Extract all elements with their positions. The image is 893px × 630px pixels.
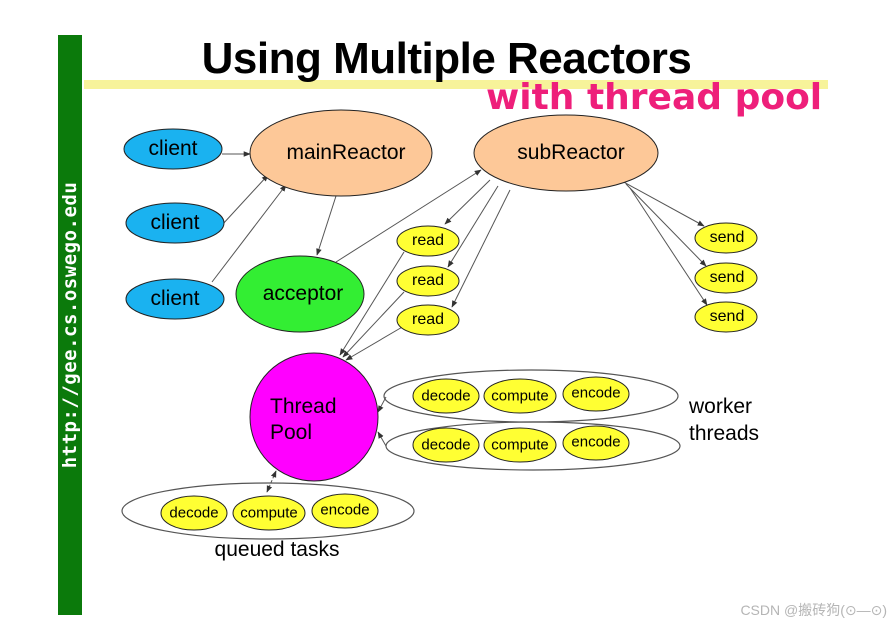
watermark: CSDN @搬砖狗(⊙—⊙) [740, 602, 887, 618]
worker1-decode-node [412, 378, 480, 414]
client-label-3: client [150, 287, 200, 310]
read-node-1 [396, 225, 460, 257]
worker-thread-2-outline [385, 421, 681, 471]
worker1-encode-node [562, 376, 630, 412]
send-label-2: send [709, 269, 745, 286]
queued-tasks-outline [121, 482, 415, 540]
slide-title: Using Multiple Reactors [201, 34, 692, 83]
thread-pool-node [249, 352, 379, 482]
arrow-acceptor-sub [335, 169, 482, 263]
queued-encode-node [311, 493, 379, 529]
acceptor-label: acceptor [262, 282, 344, 305]
worker1-compute-label: compute [491, 387, 549, 405]
worker1-encode-label: encode [571, 384, 621, 402]
queued-compute-label: compute [240, 504, 298, 522]
main-reactor-node [249, 109, 433, 197]
read-node-2 [396, 265, 460, 297]
arrow-read1-pool [339, 251, 405, 356]
worker1-decode-label: decode [421, 387, 471, 405]
read-label-1: read [411, 232, 445, 249]
send-node-2 [694, 262, 758, 294]
main-reactor-label: mainReactor [286, 141, 406, 164]
acceptor-node [235, 255, 365, 333]
sub-reactor-label: subReactor [517, 141, 625, 164]
sub-reactor-node [473, 114, 659, 192]
read-label-3: read [411, 311, 445, 328]
worker2-decode-label: decode [421, 436, 471, 454]
arrow-client3-main [211, 184, 287, 283]
queued-compute-node [232, 495, 306, 531]
arrow-sub-send3 [629, 187, 708, 306]
send-node-1 [694, 222, 758, 254]
arrow-worker2-pool [377, 431, 387, 447]
arrow-sub-read3 [451, 189, 511, 308]
queued-decode-node [160, 495, 228, 531]
title-highlight-band [84, 80, 828, 89]
arrow-read2-pool [342, 291, 405, 358]
worker-threads-label: worker threads [689, 395, 760, 445]
slide-subtitle: with thread pool [486, 77, 823, 118]
worker2-encode-node [562, 425, 630, 461]
thread-pool-label: Thread Pool [270, 395, 337, 444]
send-label-1: send [709, 229, 745, 246]
arrow-sub-read2 [447, 185, 499, 268]
arrow-main-acceptor [316, 195, 337, 256]
send-node-3 [694, 301, 758, 333]
client-node-2 [125, 202, 225, 244]
read-node-3 [396, 304, 460, 336]
read-label-2: read [411, 272, 445, 289]
client-label-2: client [150, 211, 200, 234]
worker2-compute-node [483, 427, 557, 463]
arrow-read3-pool [345, 325, 405, 361]
side-bar [58, 35, 82, 615]
arrow-sub-read1 [444, 179, 491, 225]
client-node-3 [125, 278, 225, 320]
worker2-compute-label: compute [491, 436, 549, 454]
queued-tasks-label: queued tasks [214, 538, 340, 561]
arrow-sub-send2 [625, 183, 707, 267]
worker1-compute-node [483, 378, 557, 414]
arrow-layer [211, 151, 708, 493]
arrow-pool-queue [266, 470, 277, 493]
arrow-client2-main [221, 174, 269, 226]
queued-encode-label: encode [320, 501, 370, 519]
worker2-decode-node [412, 427, 480, 463]
worker2-encode-label: encode [571, 433, 621, 451]
arrow-sub-send1 [619, 179, 705, 227]
client-node-1 [123, 128, 223, 170]
queued-decode-label: decode [169, 504, 219, 522]
client-label-1: client [148, 137, 198, 160]
send-label-3: send [709, 308, 745, 325]
